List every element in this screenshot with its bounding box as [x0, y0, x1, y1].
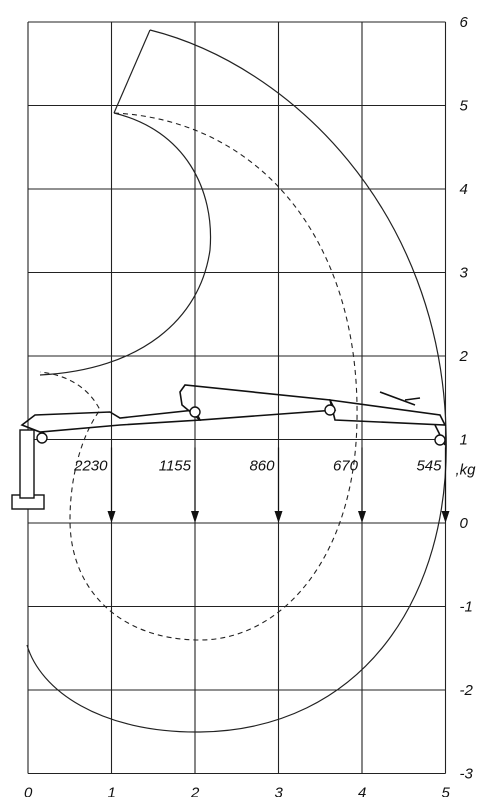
- load-arrow-head: [107, 511, 116, 523]
- pivot-joint: [36, 432, 48, 444]
- y-tick-label: -2: [460, 682, 474, 699]
- inner-upper-arc: [39, 112, 212, 376]
- x-tick-label: 0: [24, 785, 33, 797]
- y-tick-label: 4: [460, 181, 468, 198]
- y-tick-label: 1: [460, 432, 468, 449]
- tip-hook: [434, 434, 446, 446]
- unit-label: ,kg: [456, 462, 477, 479]
- extension-joint: [324, 404, 336, 416]
- load-arrow-head: [358, 511, 366, 523]
- y-tick-label: 3: [460, 265, 469, 282]
- boom-joint: [189, 406, 201, 418]
- upper-boom-limit-line: [113, 29, 151, 114]
- load-value-label: 545: [416, 458, 442, 475]
- y-tick-label: 6: [460, 14, 469, 31]
- load-value-label: 1155: [159, 458, 192, 475]
- boom-second-section: [179, 384, 337, 421]
- boom-extension: [328, 399, 447, 426]
- labels: 0 1 2 3 4 5 6 5 4 3 2 1 0 -1 -2 -3 ,kg 2230 1155 860 670 545: [24, 14, 476, 797]
- y-tick-label: 0: [460, 515, 469, 532]
- x-tick-label: 5: [442, 785, 451, 797]
- load-value-label: 2230: [73, 458, 108, 475]
- x-tick-label: 4: [358, 785, 366, 797]
- y-tick-label: -3: [460, 766, 474, 783]
- reach-envelope: [26, 29, 447, 733]
- load-arrows: [107, 447, 450, 523]
- load-arrow-head: [441, 511, 450, 523]
- x-tick-label: 2: [190, 785, 200, 797]
- load-value-label: 860: [249, 458, 275, 475]
- y-tick-label: 2: [459, 348, 469, 365]
- crane-column: [19, 429, 35, 499]
- x-tick-label: 3: [275, 785, 284, 797]
- y-tick-label: -1: [460, 599, 473, 616]
- dashed-reach-curve: [39, 112, 358, 641]
- load-arrow-head: [274, 511, 283, 523]
- grid: [27, 21, 447, 775]
- outer-reach-arc: [26, 29, 447, 733]
- x-tick-label: 1: [108, 785, 116, 797]
- crane-boom-silhouette: [11, 384, 447, 510]
- load-arrow-head: [191, 511, 199, 523]
- load-value-label: 670: [333, 458, 359, 475]
- y-tick-label: 5: [460, 98, 469, 115]
